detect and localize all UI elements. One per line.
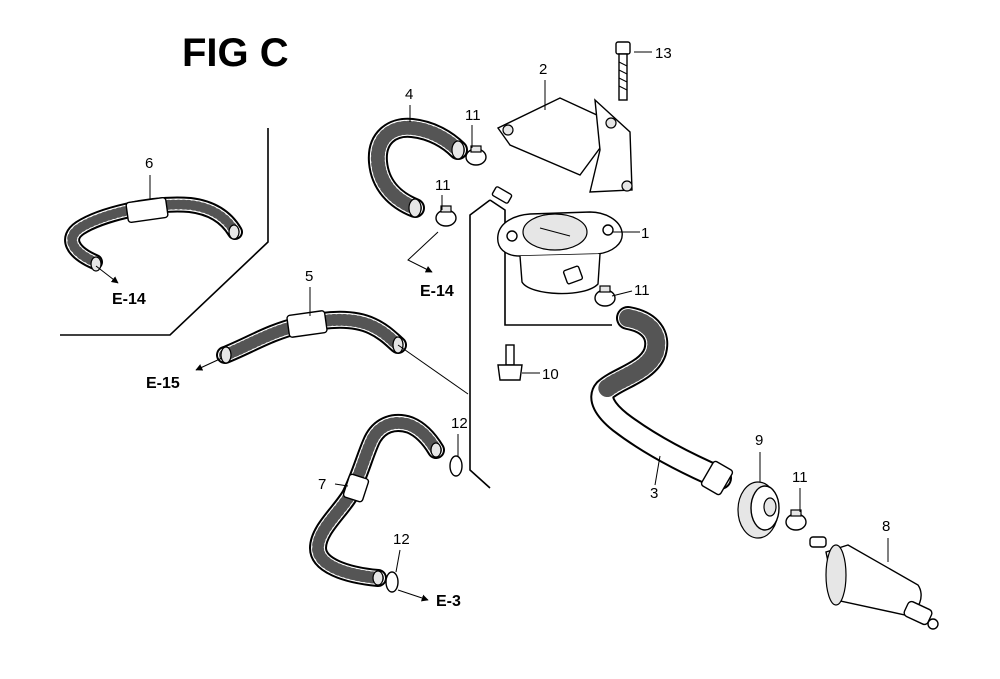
group-frame-left (60, 128, 269, 336)
fuel-filter-8 (809, 536, 939, 630)
callout-12-lower: 12 (393, 531, 410, 548)
reference-arrows (95, 231, 439, 602)
bracket-2 (496, 97, 633, 193)
o-ring-12-upper (449, 455, 463, 477)
ref-label-e14-mid: E-14 (420, 283, 454, 300)
o-ring-12-lower (385, 571, 399, 593)
fuel-pump-1 (491, 186, 623, 295)
ref-label-e14-left: E-14 (112, 291, 146, 308)
callout-7: 7 (318, 476, 326, 493)
group-frame-center (469, 199, 612, 489)
hose-3 (590, 306, 734, 496)
grommet-9 (737, 481, 780, 539)
clip-11-top (465, 145, 487, 166)
leader-lines (149, 51, 889, 573)
clip-11-filter (785, 509, 807, 531)
callout-11-filter: 11 (792, 469, 808, 486)
clip-11-pump (594, 285, 616, 307)
callout-9: 9 (755, 432, 763, 449)
callout-6: 6 (145, 155, 153, 172)
callout-3: 3 (650, 485, 658, 502)
callout-4: 4 (405, 86, 413, 103)
callout-11-pump: 11 (634, 282, 650, 299)
bolt-10 (497, 344, 523, 381)
hose-7 (309, 414, 445, 587)
bolt-13 (615, 41, 631, 101)
figure-title: FIG C (182, 31, 289, 75)
callout-11-top: 11 (465, 107, 481, 124)
callout-2: 2 (539, 61, 547, 78)
hose-5 (216, 310, 407, 364)
callout-13: 13 (655, 45, 672, 62)
callout-5: 5 (305, 268, 313, 285)
clip-11-mid (435, 205, 457, 227)
callout-8: 8 (882, 518, 890, 535)
callout-10: 10 (542, 366, 559, 383)
ref-label-e3: E-3 (436, 593, 461, 610)
callout-12-upper: 12 (451, 415, 468, 432)
hose-6 (64, 196, 243, 272)
callout-1: 1 (641, 225, 649, 242)
ref-label-e15: E-15 (146, 375, 180, 392)
callout-11-mid: 11 (435, 177, 451, 194)
hose-4 (367, 117, 468, 218)
